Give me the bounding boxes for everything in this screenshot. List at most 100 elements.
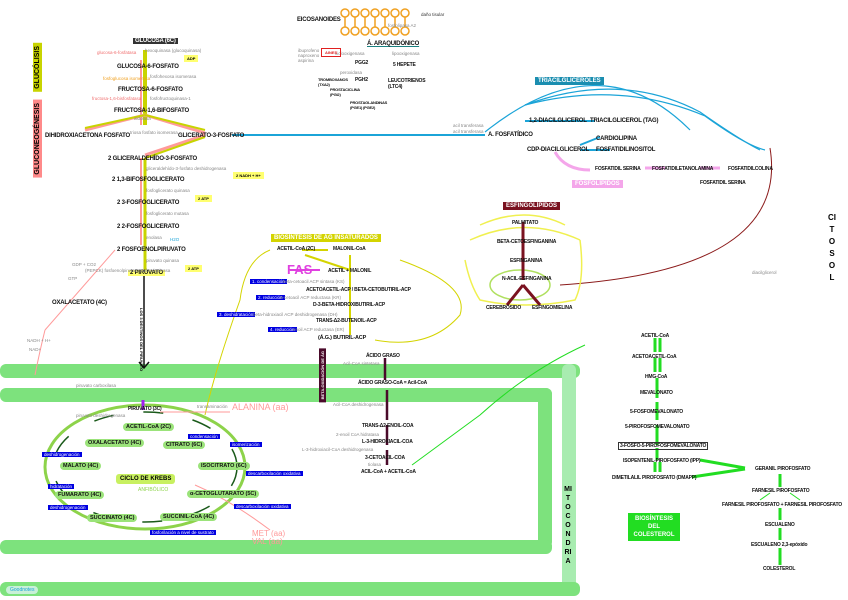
mito-inner-membrane-right [538, 388, 552, 548]
3-fosfoglicerato: 2 3-FOSFOGLICERATO [117, 200, 180, 206]
escualeno-epoxido: ESCUALENO 2,3-epóxido [751, 542, 808, 548]
fosfatidilinositol: FOSFATIDILINOSITOL [596, 147, 656, 153]
acetoacetil-coa: ACETOACETIL-CoA [632, 354, 677, 360]
2-fosfoglicerato: 2 2-FOSFOGLICERATO [117, 224, 180, 230]
triacilglicerol: TRIACILGLICEROL (TAG) [590, 118, 659, 124]
nadh-h: NADH + H+ [27, 338, 51, 343]
piruvato-quinasa: piruvato quinasa [146, 258, 180, 263]
acetil-malonil: ACETIL + MALONIL [328, 268, 372, 274]
fosfolipasa-a2: fosfolipasa A2 [388, 23, 417, 28]
adp-badge: ADP [184, 55, 199, 62]
malato: MALATO (4C) [60, 462, 102, 470]
butenoil-acp: TRANS-Δ2-BUTENOIL-ACP [316, 318, 377, 324]
glicerato-3-fosfato: GLICERATO-3-FOSFATO [178, 133, 245, 139]
mitocondria-label: MITOCONDRIA [564, 486, 572, 565]
tag-deshidrogenacion-2: deshidrogenación [42, 452, 82, 457]
ciclooxigenasa: ciclooxigenasa [335, 51, 365, 56]
fosfofructoquinasa: fosfofructoquinasa-1 [150, 96, 191, 101]
glucosa: GLUCOSA (6C) [133, 38, 178, 44]
gluconeogenesis-tag: GLUCONEOGÉNESIS [33, 100, 42, 178]
tiolasa: tiolasa [368, 462, 382, 467]
tromboxanos: TROMBOXANOS (TXA2) [318, 77, 348, 87]
alanina-label: ALANINA (aa) [232, 402, 289, 412]
fosfatidilcolina: FOSFATIDILCOLINA [728, 166, 773, 172]
atp-badge: 2 ATP [195, 195, 212, 202]
fosfoglicerato-mutasa: fosfoglicerato mutasa [146, 211, 189, 216]
dmapp: DIMETILALIL PIROFOSFATO (DMAPP) [612, 475, 697, 481]
acetoacetil-acp: ACETOACETIL-ACP / BETA-CETOBUTIRIL-ACP [306, 287, 411, 293]
pgg2: PGG2 [355, 60, 369, 66]
geranil-pirofosfato: GERANIL PIROFOSFATO [755, 466, 811, 472]
mito-outer-membrane-right [562, 364, 576, 594]
sphingolipid-arrows [505, 222, 542, 306]
succinil-coa: SUCCINIL-CoA (4C) [160, 513, 218, 521]
alfa-cetoglutarato: α-CETOGLUTARATO (5C) [187, 490, 260, 498]
tag-condensacion: 1. condensación [250, 279, 287, 284]
tag-deshidratacion: 3. deshidratación [217, 312, 256, 317]
tag-deshidrogenacion-1: deshidrogenación [48, 505, 88, 510]
acil-coa-sintetasa: Acil-CoA sintetasa [343, 361, 380, 366]
atp-badge-2: 2 ATP [185, 265, 202, 272]
biosintesis-ag-title: BIOSÍNTESIS DE ÁG INSATURADOS [271, 234, 381, 242]
aspirina: aspirina [298, 58, 314, 63]
nad-plus: NAD+ [29, 347, 42, 352]
succinato: SUCCINATO (4C) [87, 514, 138, 522]
hidroxibutiril-acp: D-3-BETA-HIDROXIBUTIRIL-ACP [313, 302, 386, 308]
fosfatidiletanolamina: FOSFATIDILETANOLAMINA [652, 166, 714, 172]
cardiolipina: CARDIOLIPINA [596, 136, 637, 142]
5-pirofosfomevalonato: 5-PIROFOSFOMEVALONATO [625, 424, 690, 430]
mevalonato: MEVALONATO [640, 390, 673, 396]
citosol-label: CITOSOL [828, 213, 836, 282]
tag-isomerizacion: isomerización [230, 442, 262, 447]
cetoacil-coa: 3-CETOACIL-COA [365, 455, 405, 461]
fosfolipidos-title: FOSFOLÍPIDOS [572, 180, 623, 188]
aldolasa: aldolasa [134, 116, 151, 121]
tag-reduccion-2: 4. reducción [268, 327, 297, 332]
glucolisis-tag: GLUCÓLISIS [33, 43, 42, 92]
acetil-coa-fas: ACETIL-CoA (2C) [277, 246, 315, 252]
acil-coa-deshidrogenasa: Acil-CoA deshidrogenasa [333, 402, 384, 407]
piruvato-mito: PIRUVATO (3C) [128, 406, 162, 412]
cdp-diacilglicerol: CDP-DIACILGLICEROL [527, 147, 590, 153]
oxalacetato-krebs: OXALACETATO (4C) [85, 439, 145, 447]
gapdh: gliceraldehído-3-fosfato deshidrogenasa [146, 166, 227, 171]
fas-label: FAS [287, 262, 313, 277]
mito-inner-membrane-bottom [0, 540, 552, 554]
tag-descarboxilacion-1: descarboxilación oxidativa [246, 471, 303, 476]
beta-cetoesfinganina: BETA-CETOESFINGANINA [497, 239, 557, 245]
acetil-coa-krebs: ACETIL-CoA (2C) [123, 423, 175, 431]
fructosa-6-fosfato: FRUCTOSA-6-FOSFATO [118, 87, 183, 93]
acetyl-coa-transport-arrow [411, 344, 586, 466]
triacilgliceroles-title: TRIACILGLICEROLES [535, 77, 604, 85]
butiril-acp: (Á.G.) BUTIRIL-ACP [318, 335, 367, 341]
fumarato: FUMARATO (4C) [55, 491, 105, 499]
hidroxiacil-deshidrogenasa: L-3-hidroxiacil-CoA deshidrogenasa [302, 447, 374, 452]
tag-reduccion-1: 2. reducción [256, 295, 285, 300]
gdp-co2: GDP + CO2 [72, 262, 97, 267]
hmg-coa: HMG-CoA [645, 374, 668, 380]
naproxeno: naproxeno [298, 53, 320, 58]
n-acil-esfinganina: N-ACIL-ESFINGANINA [502, 276, 552, 282]
triacylglycerol-arrows [232, 84, 766, 151]
dano-tisular: daño tisular [421, 12, 445, 17]
mito-outer-membrane-top [0, 364, 580, 378]
transaminacion: transaminación [197, 404, 228, 409]
ks-enzyme: beta-cetoacil ACP sintasa (KS) [283, 279, 345, 284]
cholesterol-arrows [653, 338, 801, 565]
diacilglicerol: 1,2-DIACILGLICEROL [529, 118, 587, 124]
leucotrienos: LEUCOTRIENOS (LTC4) [388, 78, 426, 90]
esfinganina: ESFINGANINA [510, 258, 543, 264]
kr-enzyme: 3-cetoacil ACP reductasa (KR) [280, 295, 341, 300]
acido-fosfatidico: A. FOSFATÍDICO [488, 132, 533, 138]
fatty-acid-arrows [204, 249, 462, 416]
dihidroxiacetona-fosfato: DIHIDROXIACETONA FOSFATO [45, 133, 130, 139]
beta-oxidacion-tag: BETA-OXIDACIÓN DE ÁG [319, 348, 326, 403]
acil-transferasa-1: acil transferasa [453, 123, 484, 128]
gtp: GTP [68, 276, 78, 281]
piruvato: 2 PIRUVATO [128, 270, 166, 276]
fosfatidil-serina: FOSFATIDIL SERINA [595, 166, 641, 172]
biosintesis-colesterol-title: BIOSÍNTESIS DEL COLESTEROL [628, 513, 680, 541]
acetil-coa-col: ACETIL-CoA [641, 333, 669, 339]
enolasa: enolasa [146, 235, 162, 240]
anfibolico-label: ANFIBÓLICO [138, 487, 169, 493]
